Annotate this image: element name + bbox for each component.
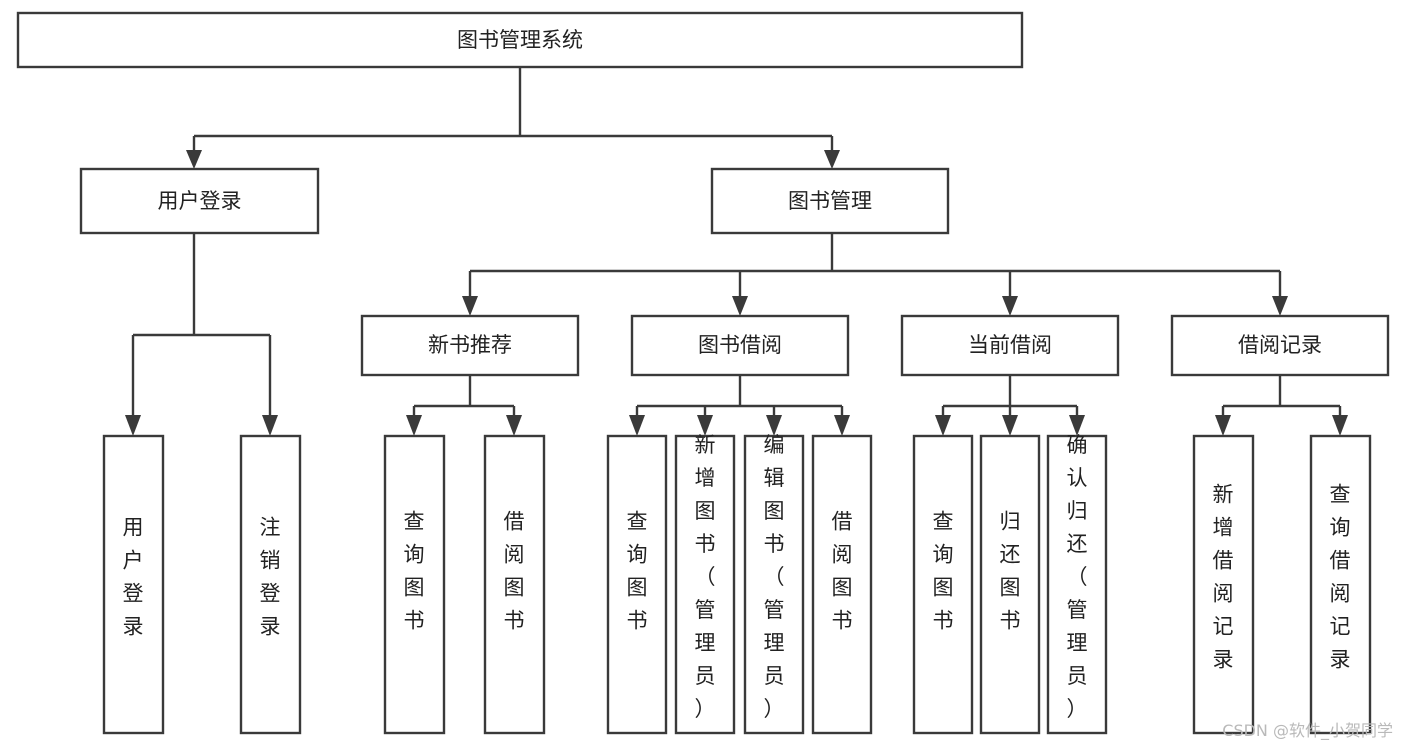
- arrowhead-leaf-add-book: [697, 415, 713, 436]
- node-leaf-add-record-label: 新增借阅记录: [1213, 483, 1234, 672]
- arrowhead-leaf-borrow-book-2: [834, 415, 850, 436]
- node-leaf-query-record[interactable]: 查询借阅记录: [1309, 434, 1372, 735]
- node-leaf-confirm-return-label: 确认归还（管理员）: [1067, 433, 1088, 721]
- node-leaf-return-book[interactable]: 归还图书: [979, 434, 1041, 735]
- node-leaf-borrow-book-2-label: 借阅图书: [832, 510, 853, 633]
- csdn-watermark: CSDN @软件_小贺同学: [1222, 721, 1393, 740]
- node-leaf-add-book[interactable]: 新增图书（管理员）: [674, 433, 736, 735]
- node-leaf-return-book-box[interactable]: [979, 434, 1041, 735]
- node-new-book-recommend[interactable]: 新书推荐: [360, 314, 580, 377]
- node-leaf-query-book-1[interactable]: 查询图书: [383, 434, 446, 735]
- node-borrow-record[interactable]: 借阅记录: [1170, 314, 1390, 377]
- node-leaf-confirm-return-box[interactable]: [1046, 434, 1108, 735]
- node-leaf-edit-book[interactable]: 编辑图书（管理员）: [743, 433, 805, 735]
- node-root[interactable]: 图书管理系统: [16, 11, 1024, 69]
- node-leaf-user-login-label: 用户登录: [123, 516, 144, 639]
- node-leaf-return-book-label: 归还图书: [1000, 510, 1021, 633]
- node-leaf-borrow-book-2-box[interactable]: [811, 434, 873, 735]
- node-current-borrow-box[interactable]: [900, 314, 1120, 377]
- arrowhead-leaf-borrow-book-1: [506, 415, 522, 436]
- node-leaf-query-record-box[interactable]: [1309, 434, 1372, 735]
- arrowhead-leaf-query-record: [1332, 415, 1348, 436]
- node-leaf-user-login[interactable]: 用户登录: [102, 434, 165, 735]
- node-leaf-add-record[interactable]: 新增借阅记录: [1192, 434, 1255, 735]
- arrowhead-user-login: [186, 150, 202, 169]
- node-leaf-query-book-2[interactable]: 查询图书: [606, 434, 668, 735]
- node-user-login-box[interactable]: [79, 167, 320, 235]
- node-leaf-logout[interactable]: 注销登录: [239, 434, 302, 735]
- arrowhead-leaf-query-book-2: [629, 415, 645, 436]
- node-leaf-confirm-return[interactable]: 确认归还（管理员）: [1046, 433, 1108, 735]
- node-leaf-query-book-1-box[interactable]: [383, 434, 446, 735]
- node-book-manage-label: 图书管理: [788, 189, 872, 213]
- arrowhead-leaf-confirm-return: [1069, 415, 1085, 436]
- node-leaf-query-book-3-box[interactable]: [912, 434, 974, 735]
- arrowhead-leaf-logout: [262, 415, 278, 436]
- node-borrow-record-label: 借阅记录: [1238, 333, 1322, 357]
- connector-layer: [125, 67, 1348, 436]
- node-leaf-add-record-box[interactable]: [1192, 434, 1255, 735]
- arrowhead-current-borrow: [1002, 296, 1018, 316]
- node-user-login[interactable]: 用户登录: [79, 167, 320, 235]
- node-current-borrow-label: 当前借阅: [968, 333, 1052, 357]
- node-book-borrow-box[interactable]: [630, 314, 850, 377]
- arrowhead-leaf-add-record: [1215, 415, 1231, 436]
- node-book-manage-box[interactable]: [710, 167, 950, 235]
- node-leaf-query-book-3-label: 查询图书: [933, 510, 954, 633]
- node-leaf-borrow-book-2[interactable]: 借阅图书: [811, 434, 873, 735]
- node-book-borrow-label: 图书借阅: [698, 333, 782, 357]
- arrowhead-leaf-edit-book: [766, 415, 782, 436]
- node-leaf-edit-book-label: 编辑图书（管理员）: [764, 433, 785, 721]
- node-user-login-label: 用户登录: [158, 189, 242, 213]
- arrowhead-book-manage: [824, 150, 840, 169]
- node-book-borrow[interactable]: 图书借阅: [630, 314, 850, 377]
- arrowhead-book-borrow: [732, 296, 748, 316]
- node-leaf-add-book-box[interactable]: [674, 434, 736, 735]
- node-current-borrow[interactable]: 当前借阅: [900, 314, 1120, 377]
- node-leaf-add-book-label: 新增图书（管理员）: [695, 433, 716, 721]
- node-leaf-borrow-book-1-label: 借阅图书: [504, 510, 525, 633]
- node-leaf-query-book-2-label: 查询图书: [627, 510, 648, 633]
- arrowhead-leaf-query-book-1: [406, 415, 422, 436]
- node-leaf-borrow-book-1[interactable]: 借阅图书: [483, 434, 546, 735]
- node-new-book-recommend-label: 新书推荐: [428, 333, 512, 357]
- node-borrow-record-box[interactable]: [1170, 314, 1390, 377]
- node-root-box[interactable]: [16, 11, 1024, 69]
- node-leaf-query-book-1-label: 查询图书: [404, 510, 425, 633]
- arrowhead-new-book-recommend: [462, 296, 478, 316]
- arrowhead-borrow-record: [1272, 296, 1288, 316]
- node-root-label: 图书管理系统: [457, 28, 583, 52]
- node-leaf-logout-label: 注销登录: [260, 516, 281, 639]
- arrowhead-leaf-return-book: [1002, 415, 1018, 436]
- node-leaf-query-book-2-box[interactable]: [606, 434, 668, 735]
- node-leaf-query-record-label: 查询借阅记录: [1330, 483, 1351, 672]
- arrowhead-leaf-user-login: [125, 415, 141, 436]
- node-leaf-borrow-book-1-box[interactable]: [483, 434, 546, 735]
- node-leaf-edit-book-box[interactable]: [743, 434, 805, 735]
- arrowhead-leaf-query-book-3: [935, 415, 951, 436]
- node-leaf-query-book-3[interactable]: 查询图书: [912, 434, 974, 735]
- node-new-book-recommend-box[interactable]: [360, 314, 580, 377]
- node-leaf-logout-box[interactable]: [239, 434, 302, 735]
- node-leaf-user-login-box[interactable]: [102, 434, 165, 735]
- node-book-manage[interactable]: 图书管理: [710, 167, 950, 235]
